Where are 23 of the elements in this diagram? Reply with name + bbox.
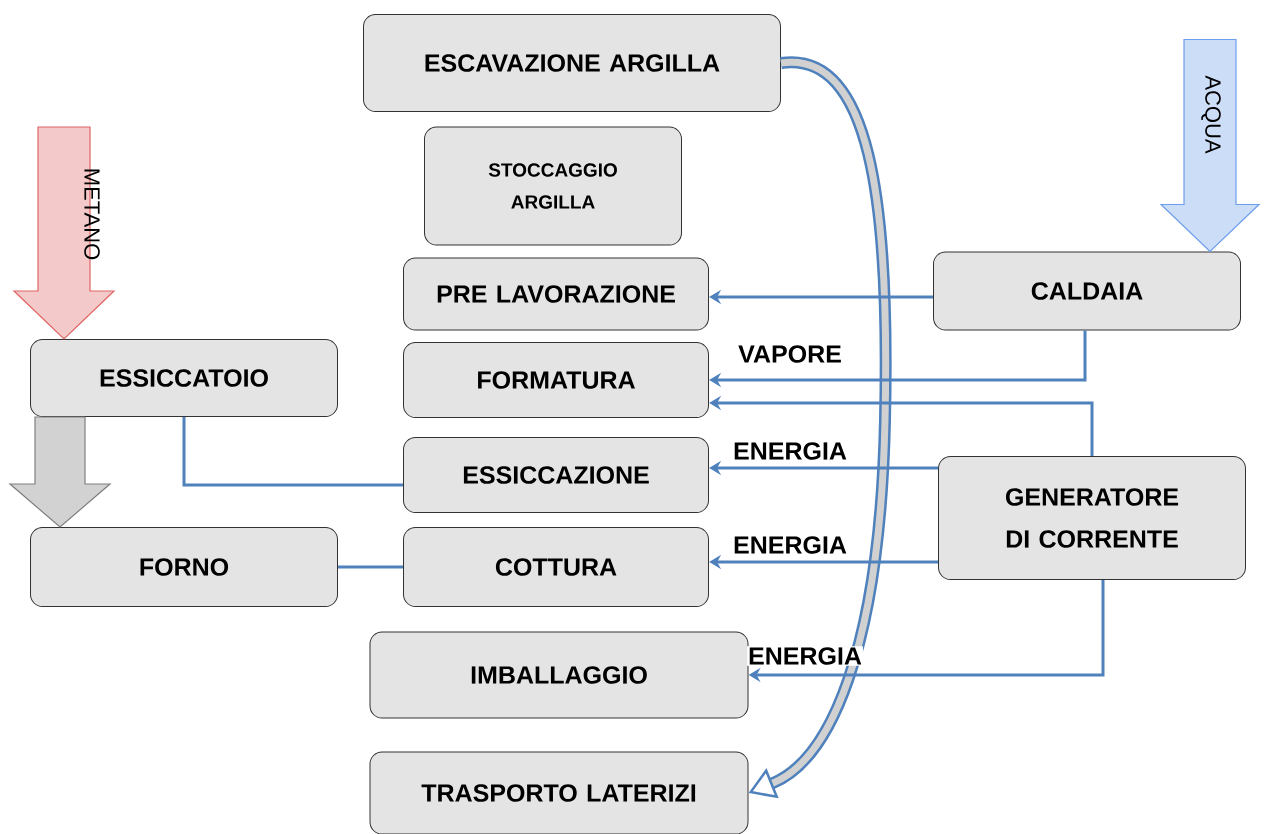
- edge-label: ENERGIA: [732, 441, 848, 461]
- process-box: PRE LAVORAZIONE: [403, 257, 709, 331]
- process-box: IMBALLAGGIO: [369, 631, 749, 719]
- connector-line: [338, 565, 403, 569]
- connector-line: [182, 417, 403, 487]
- process-box: GENERATORE DI CORRENTE: [938, 456, 1246, 580]
- process-box: TRASPORTO LATERIZI: [369, 751, 749, 834]
- edge-label: VAPORE: [737, 344, 843, 364]
- edge-label: ENERGIA: [732, 535, 848, 555]
- block-arrow: [12, 126, 116, 340]
- process-box: STOCCAGGIO ARGILLA: [424, 126, 682, 246]
- process-box: ESCAVAZIONE ARGILLA: [363, 14, 781, 112]
- process-box: CALDAIA: [933, 251, 1241, 331]
- block-arrow: [8, 416, 112, 528]
- edge-label: ENERGIA: [747, 646, 863, 666]
- process-box: ESSICCAZIONE: [403, 437, 709, 513]
- process-box: FORNO: [30, 527, 338, 607]
- process-box: FORMATURA: [403, 342, 709, 418]
- edge-label: METANO: [84, 169, 100, 260]
- block-arrow: [1159, 38, 1261, 253]
- process-box: COTTURA: [403, 527, 709, 607]
- process-box: ESSICCATOIO: [30, 339, 338, 417]
- edge-label: ACQUA: [1201, 75, 1221, 154]
